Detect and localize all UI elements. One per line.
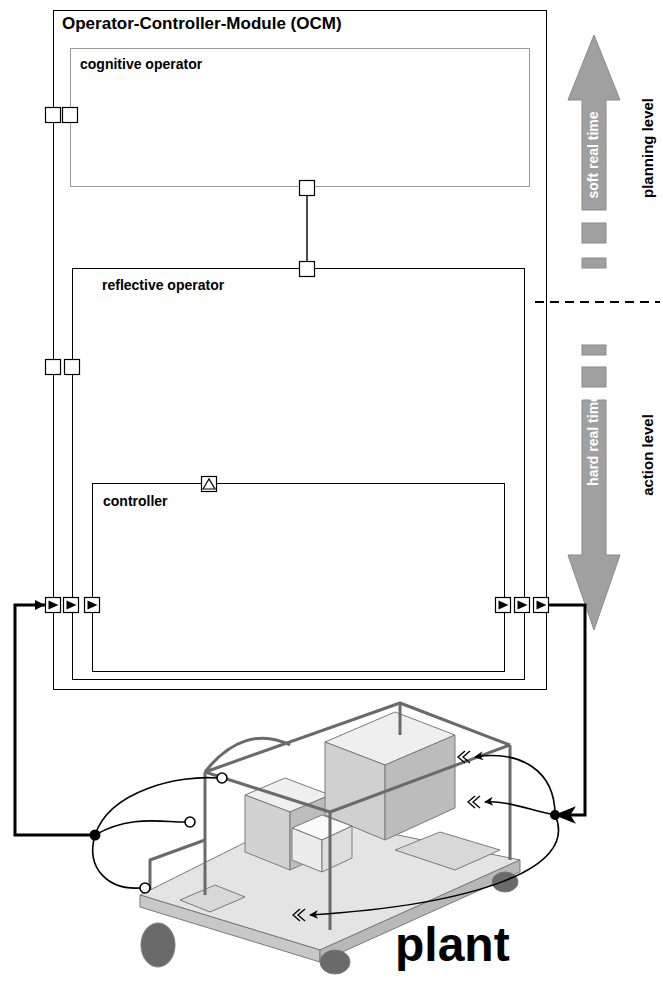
up-arrow <box>568 35 620 210</box>
plant-title: plant <box>395 921 510 969</box>
module-box: cognitive operator controller reflective o… <box>53 10 547 690</box>
vehicle-frame <box>150 703 510 930</box>
level-label: planning level <box>640 98 657 198</box>
signal-line <box>548 605 585 815</box>
box-title: Operator-Controller-Module (OCM) <box>62 14 342 34</box>
controller-box: controller <box>92 483 505 672</box>
junction-dot <box>90 830 101 841</box>
sensor-wires <box>93 778 217 889</box>
box-title: controller <box>103 493 168 509</box>
timing-label: soft real time <box>586 111 601 198</box>
box-title: cognitive operator <box>80 56 202 72</box>
scale-block <box>582 345 606 355</box>
link-line <box>306 187 307 268</box>
operator-box: controller reflective operator <box>72 268 525 680</box>
scale-block <box>582 367 606 387</box>
timing-label: hard real time <box>586 394 601 486</box>
level-label: action level <box>640 414 657 496</box>
vehicle-drawing <box>140 712 520 974</box>
operator-box: cognitive operator <box>70 48 530 187</box>
port-symbol <box>203 479 215 489</box>
plant-node: plant <box>95 695 555 987</box>
scale-block <box>582 258 606 268</box>
port-arrows <box>49 601 547 610</box>
box-title: reflective operator <box>102 277 224 293</box>
actuator-wires <box>310 756 559 915</box>
actuator-symbols <box>293 751 480 921</box>
scale-block <box>582 223 606 243</box>
port-squares <box>46 108 549 613</box>
level-divider <box>535 301 660 303</box>
sensor-symbols <box>140 773 227 893</box>
time-scale-arrows <box>568 35 620 630</box>
signal-line <box>15 605 95 835</box>
junction-dot <box>550 810 560 820</box>
